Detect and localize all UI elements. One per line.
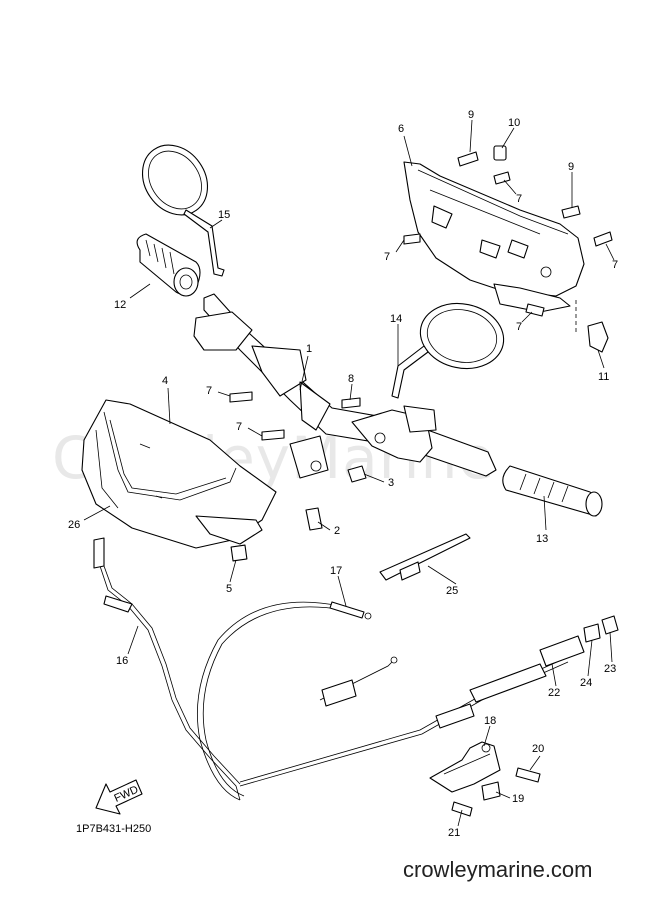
callout-21: 21	[448, 827, 460, 839]
callout-8: 8	[348, 373, 354, 385]
callout-24: 24	[580, 677, 592, 689]
callout-20: 20	[532, 743, 544, 755]
handle-cover-upper	[403, 161, 585, 334]
callout-11: 11	[598, 371, 609, 383]
callout-16: 16	[116, 655, 128, 667]
site-url: crowleymarine.com	[403, 857, 593, 882]
callouts: 1 2 3 4 5 6 7 7 7 7 7 7 8 9 9 10 11 12 1…	[68, 109, 618, 839]
screws	[229, 145, 613, 531]
callout-7d: 7	[516, 193, 522, 205]
callout-14: 14	[390, 313, 402, 325]
callout-18: 18	[484, 715, 496, 727]
handlebar	[193, 293, 497, 479]
callout-13: 13	[536, 533, 548, 545]
cable-end-23	[601, 615, 619, 635]
right-grip	[502, 465, 603, 517]
callout-26: 26	[68, 519, 80, 531]
diagram-code: 1P7B431-H250	[76, 823, 152, 835]
callout-1: 1	[306, 343, 312, 355]
callout-7f: 7	[516, 321, 522, 333]
cables	[93, 537, 585, 801]
callout-2: 2	[334, 525, 340, 537]
callout-9a: 9	[468, 109, 474, 121]
clip	[230, 544, 248, 562]
callout-7a: 7	[206, 385, 212, 397]
callout-4: 4	[162, 375, 168, 387]
callout-19: 19	[512, 793, 524, 805]
callout-12: 12	[114, 299, 126, 311]
callout-7b: 7	[236, 421, 242, 433]
cable-end-24	[583, 623, 601, 643]
cable-band-head	[399, 561, 421, 581]
fwd-arrow-icon: FWD	[95, 779, 143, 815]
callout-22: 22	[548, 687, 560, 699]
callout-9b: 9	[568, 161, 574, 173]
callout-3: 3	[388, 477, 394, 489]
cable-band	[379, 533, 471, 581]
left-grip	[136, 233, 201, 297]
left-mirror	[141, 144, 225, 277]
front-cover	[81, 399, 277, 549]
callout-25: 25	[446, 585, 458, 597]
callout-7e: 7	[612, 259, 618, 271]
callout-5: 5	[226, 583, 232, 595]
callout-17: 17	[330, 565, 342, 577]
leader-lines	[83, 119, 615, 827]
right-mirror	[391, 302, 505, 399]
nut	[347, 465, 367, 483]
callout-7c: 7	[384, 251, 390, 263]
callout-10: 10	[508, 117, 520, 129]
callout-23: 23	[604, 663, 616, 675]
callout-15: 15	[218, 209, 230, 221]
cap	[587, 321, 609, 353]
cable-bracket	[429, 741, 541, 817]
callout-6: 6	[398, 123, 404, 135]
